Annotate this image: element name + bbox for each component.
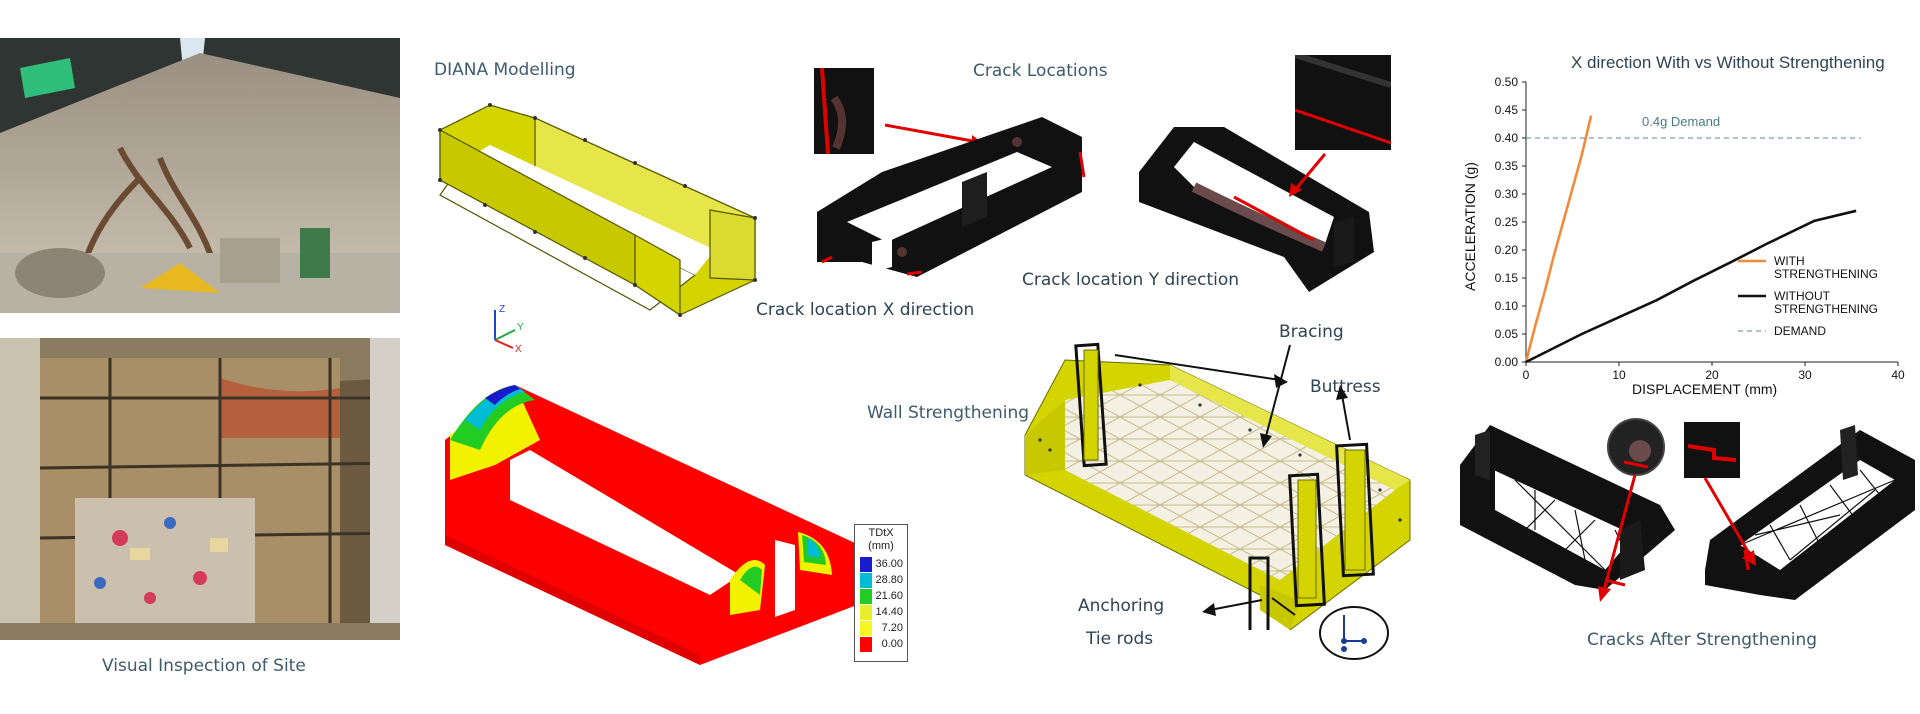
chart-annotation: 0.4g Demand xyxy=(1642,114,1720,129)
diana-mesh-model xyxy=(438,103,757,317)
axis-z-label: Z xyxy=(499,304,505,315)
crack-model-x xyxy=(817,117,1086,277)
cracks-after-model-1 xyxy=(1460,425,1675,590)
chart-xlabel: DISPLACEMENT (mm) xyxy=(1632,381,1777,397)
chart-ytick-label: 0.45 xyxy=(1495,103,1519,117)
site-photo-roof xyxy=(0,38,400,313)
chart-series-line xyxy=(1525,209,1857,364)
crack-after-inset-2 xyxy=(1684,422,1740,478)
axes-triad: Z Y X xyxy=(494,304,524,355)
chart-ytick-label: 0.30 xyxy=(1495,187,1519,201)
crack-model-y xyxy=(1139,127,1374,292)
chart-ytick-label: 0.00 xyxy=(1495,355,1519,369)
label-bracing: Bracing xyxy=(1279,322,1344,342)
chart-xtick-label: 20 xyxy=(1705,368,1719,382)
chart-ylabel: ACCELERATION (g) xyxy=(1462,162,1478,291)
label-anchoring: Anchoring xyxy=(1078,596,1165,616)
caption-diana-modelling: DIANA Modelling xyxy=(434,60,576,80)
chart-ytick-label: 0.40 xyxy=(1495,131,1519,145)
chart-legend-label: STRENGTHENING xyxy=(1774,302,1878,316)
contour-legend-swatch xyxy=(860,605,872,620)
contour-legend-value: 14.40 xyxy=(875,606,903,618)
strengthened-model xyxy=(1024,342,1411,630)
chart-ytick-label: 0.10 xyxy=(1495,299,1519,313)
contour-legend-value: 0.00 xyxy=(881,638,903,650)
caption-crack-locations: Crack Locations xyxy=(973,61,1108,81)
contour-legend-swatch xyxy=(860,621,872,636)
caption-cracks-after: Cracks After Strengthening xyxy=(1587,630,1818,650)
crack-after-inset-1 xyxy=(1607,418,1665,476)
contour-legend-swatch xyxy=(860,637,872,652)
anchor-detail-icon xyxy=(1319,606,1389,660)
label-buttress: Buttress xyxy=(1310,377,1381,397)
chart-xtick-label: 0 xyxy=(1523,368,1530,382)
chart-legend-label: WITHOUT xyxy=(1774,289,1831,303)
chart-xtick-label: 10 xyxy=(1612,368,1626,382)
caption-crack-x: Crack location X direction xyxy=(756,300,975,320)
chart-ytick-label: 0.50 xyxy=(1495,75,1519,89)
chart-series-line xyxy=(1524,115,1593,363)
chart-ytick-label: 0.05 xyxy=(1495,327,1519,341)
chart-ytick-label: 0.20 xyxy=(1495,243,1519,257)
contour-legend-swatch xyxy=(860,589,872,604)
chart-xtick-label: 30 xyxy=(1798,368,1812,382)
site-photo-wall xyxy=(0,338,400,640)
contour-legend-unit: (mm) xyxy=(868,540,894,552)
chart-xtick-label: 40 xyxy=(1891,368,1905,382)
contour-legend-swatch xyxy=(860,557,872,572)
chart-ytick-label: 0.15 xyxy=(1495,271,1519,285)
contour-legend-value: 7.20 xyxy=(881,622,903,634)
caption-visual-inspection: Visual Inspection of Site xyxy=(102,656,306,676)
chart-legend-label: DEMAND xyxy=(1774,324,1826,338)
contour-legend: TDtX (mm) 36.00 28.80 21.60 14.40 7.20 0.00 xyxy=(854,524,908,662)
crack-inset-x xyxy=(814,68,874,154)
label-tie-rods: Tie rods xyxy=(1086,629,1154,649)
axis-x-label: X xyxy=(515,344,522,355)
chart-legend-label: WITH xyxy=(1774,254,1805,268)
displacement-contour-model xyxy=(445,385,870,665)
contour-legend-value: 21.60 xyxy=(875,590,903,602)
caption-wall-strengthening: Wall Strengthening xyxy=(867,403,1030,423)
contour-legend-swatch xyxy=(860,573,872,588)
chart-ytick-label: 0.35 xyxy=(1495,159,1519,173)
chart-legend-label: STRENGTHENING xyxy=(1774,267,1878,281)
chart-ytick-label: 0.25 xyxy=(1495,215,1519,229)
chart-title: X direction With vs Without Strengthenin… xyxy=(1571,53,1885,72)
crack-after-arrows xyxy=(1598,474,1756,602)
caption-crack-y: Crack location Y direction xyxy=(1022,270,1240,290)
crack-arrow-y xyxy=(1289,153,1327,197)
axis-y-label: Y xyxy=(517,322,524,333)
contour-legend-title: TDtX xyxy=(868,527,894,539)
contour-legend-value: 28.80 xyxy=(875,574,903,586)
contour-legend-value: 36.00 xyxy=(875,558,903,570)
pushover-chart: X direction With vs Without Strengthenin… xyxy=(1462,53,1905,397)
crack-inset-y xyxy=(1295,55,1391,150)
cracks-after-model-2 xyxy=(1705,425,1915,600)
